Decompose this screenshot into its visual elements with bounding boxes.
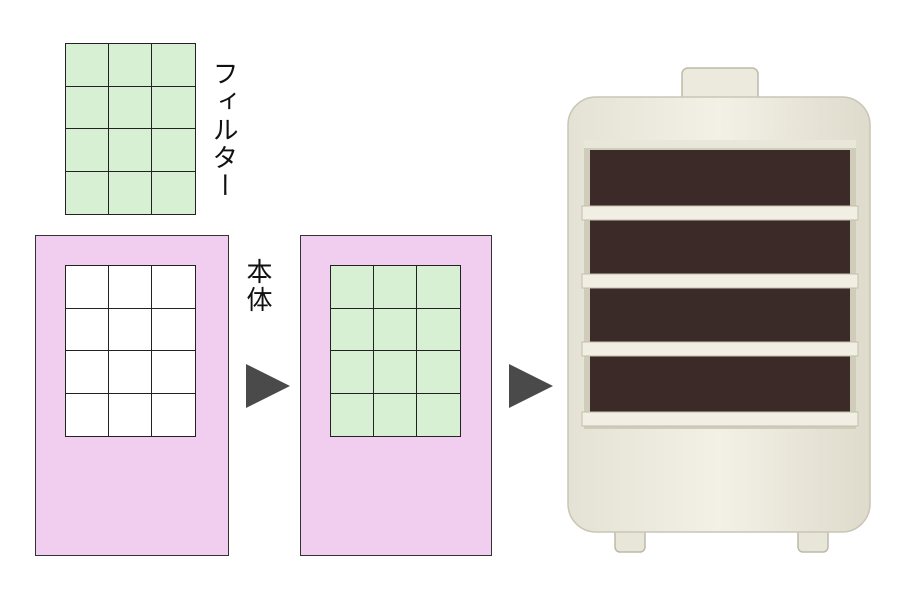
grid-cell [109,308,152,351]
installed-filter-grid [330,265,461,437]
grid-cell [152,309,195,351]
grid-cell [331,393,374,436]
grid-cell [109,44,152,87]
grid-cell [66,44,109,87]
grid-cell [331,351,374,394]
grid-cell [152,351,195,394]
filter-label: フィルター [208,60,238,200]
grid-cell [152,172,195,215]
arrow-right-icon [246,364,290,408]
grid-cell [374,393,417,436]
body-label: 本体 [242,258,272,314]
grid-cell [374,351,417,394]
device-slat [581,205,859,221]
grid-cell [66,171,109,214]
grid-cell [331,308,374,351]
grid-cell [417,309,460,351]
grid-cell [109,266,152,309]
grid-cell [66,351,109,394]
grid-cell [66,308,109,351]
grid-cell [152,266,195,309]
empty-slot-grid [65,265,196,437]
device-slat [581,341,859,357]
grid-cell [109,393,152,436]
grid-cell [374,308,417,351]
device-slot-3 [590,288,850,344]
grid-cell [152,87,195,129]
grid-cell [109,129,152,172]
grid-cell [152,44,195,87]
grid-cell [109,86,152,129]
device-slat [581,273,859,289]
arrow-right-icon [509,364,553,408]
grid-cell [109,351,152,394]
grid-cell [374,266,417,309]
device-slot-1 [590,150,850,208]
device-filter-photo [567,67,871,553]
device-slot-4 [590,356,850,414]
grid-cell [66,86,109,129]
grid-cell [417,351,460,394]
grid-cell [331,266,374,309]
filter-grid [65,43,196,215]
grid-cell [109,171,152,214]
device-slot-2 [590,220,850,276]
grid-cell [152,394,195,437]
grid-cell [152,129,195,172]
grid-cell [66,266,109,309]
device-slat [581,411,859,427]
grid-cell [417,266,460,309]
grid-cell [417,394,460,437]
grid-cell [66,129,109,172]
grid-cell [66,393,109,436]
